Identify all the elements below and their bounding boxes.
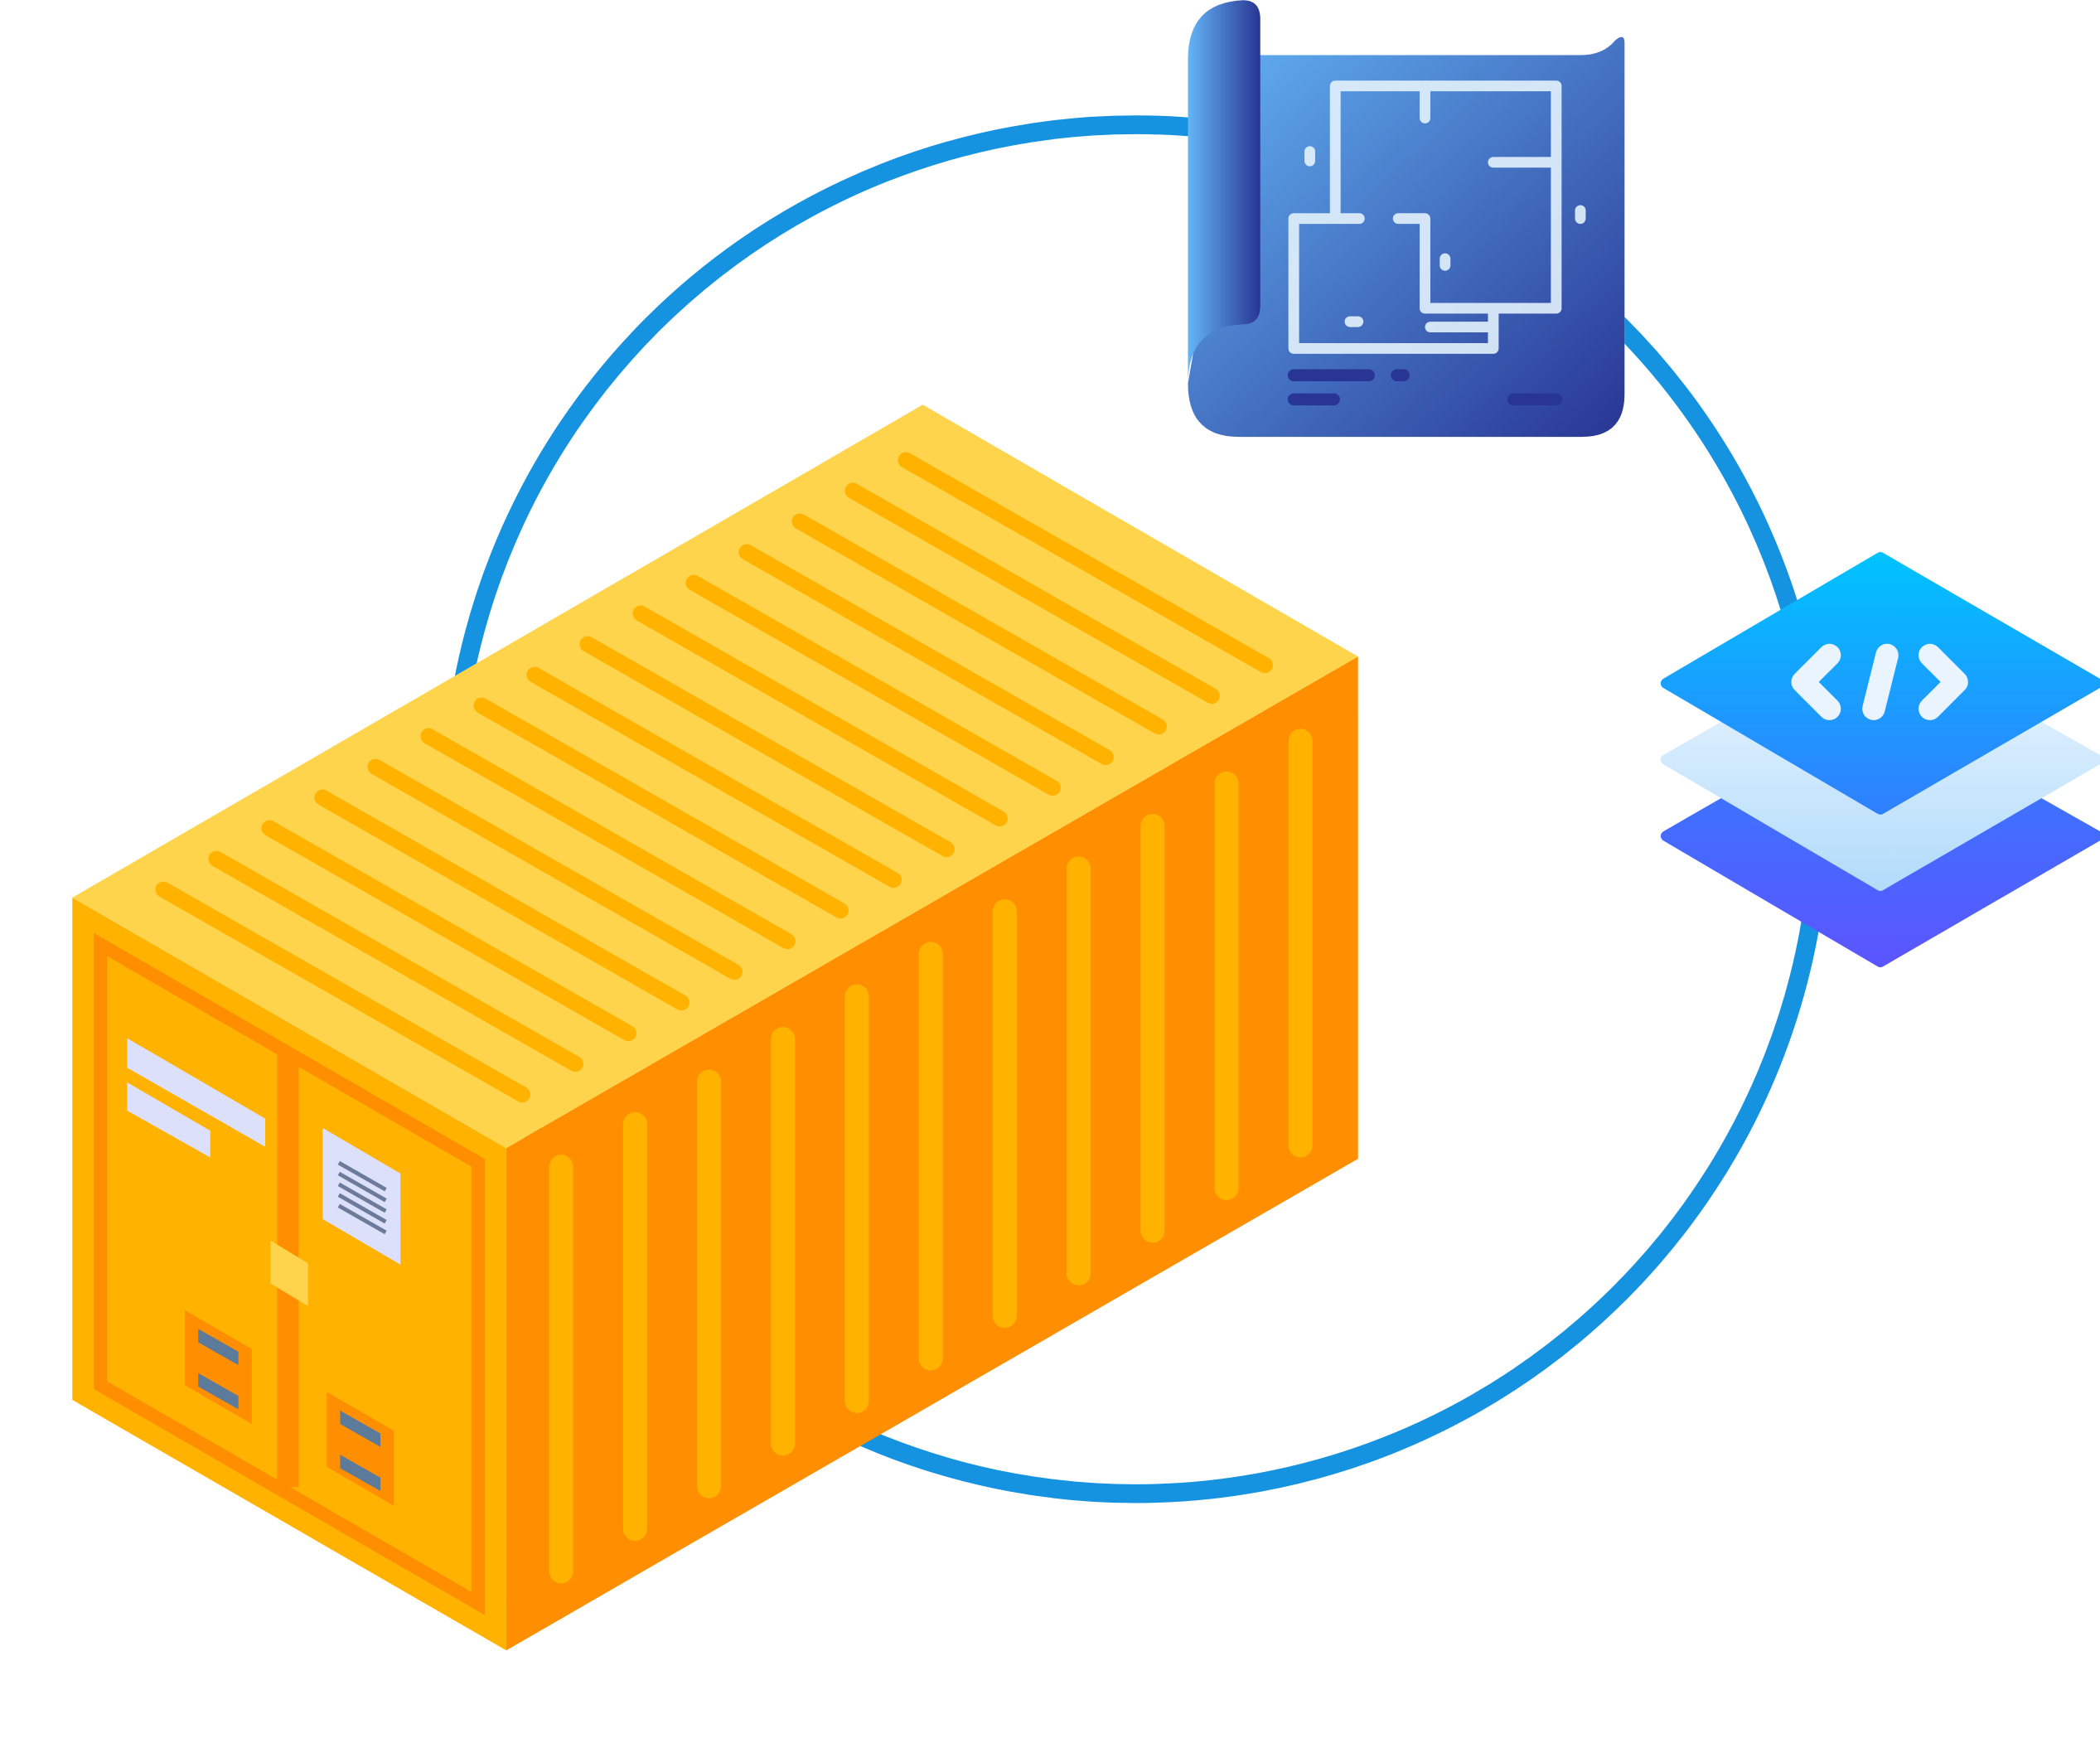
roof-slot xyxy=(526,666,902,888)
side-rib xyxy=(844,984,869,1413)
side-rib xyxy=(622,1111,647,1542)
roof-slot xyxy=(579,636,955,858)
blueprint-icon xyxy=(1188,0,1625,438)
shipping-container-icon xyxy=(72,404,1358,1651)
roof-slots xyxy=(155,452,1273,1103)
side-rib xyxy=(992,898,1017,1329)
side-rib xyxy=(1067,856,1091,1285)
roof-slot xyxy=(420,728,796,950)
side-rib xyxy=(1140,814,1165,1243)
roof-slot xyxy=(367,758,743,980)
roof-slot xyxy=(791,513,1167,735)
roof-slot xyxy=(314,789,690,1011)
side-rib xyxy=(918,942,943,1371)
container-door xyxy=(94,932,486,1615)
roof-slot xyxy=(632,605,1008,827)
side-rib xyxy=(771,1027,796,1456)
roof-slot xyxy=(685,574,1061,796)
side-rib xyxy=(697,1069,722,1498)
code-brackets-icon xyxy=(1791,643,1968,720)
code-layers-icon xyxy=(1660,552,2100,968)
roof-slot xyxy=(208,850,583,1072)
roof-slot xyxy=(473,697,849,919)
roof-slot xyxy=(898,452,1273,674)
roof-slot xyxy=(738,544,1114,766)
side-rib xyxy=(1288,729,1313,1158)
side-rib xyxy=(1214,771,1239,1200)
side-rib xyxy=(549,1155,573,1584)
roof-slot xyxy=(155,881,530,1103)
side-ribs xyxy=(549,729,1313,1584)
roof-slot xyxy=(261,820,636,1042)
roof-slot xyxy=(844,482,1220,704)
